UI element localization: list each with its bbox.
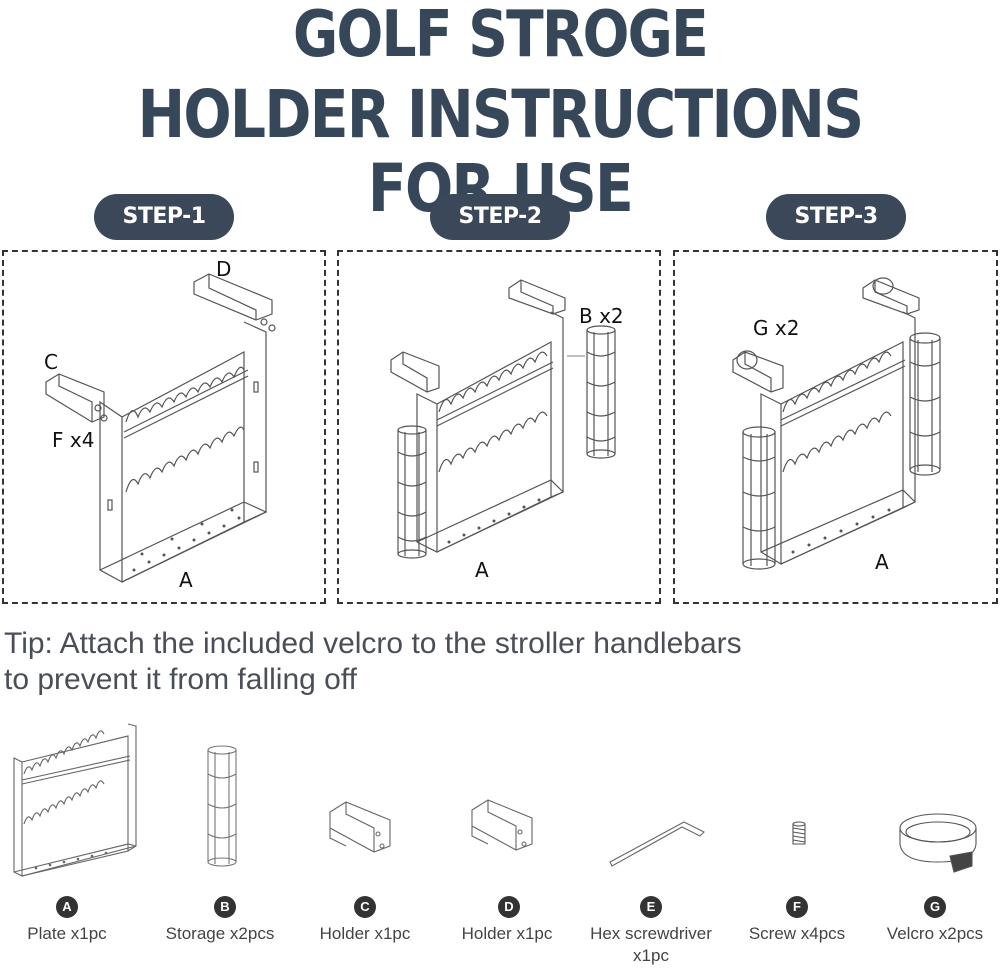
part-e-badge: E [640,896,662,918]
velcro-strap-icon [899,813,977,873]
callout-b: B x2 [579,304,624,328]
part-a-badge: A [56,896,78,918]
step-1-pill: STEP-1 [94,194,234,240]
part-a-name: Plate x1pc [27,924,107,943]
step-3-panel: G x2 A [673,250,998,604]
part-e-name-line-2: x1pc [633,946,669,965]
part-a: A Plate x1pc [0,716,142,966]
part-c: C Holder x1pc [290,716,440,966]
plate-icon [13,723,137,877]
tip-text: Tip: Attach the included velcro to the s… [4,626,994,698]
hex-key-icon [609,821,705,867]
title-line-1: GOLF STROGE [292,0,709,72]
part-b-name: Storage x2pcs [165,924,275,943]
part-f-badge: F [786,896,808,918]
callout-d: D [216,257,232,281]
tip-line-1: Tip: Attach the included velcro to the s… [4,627,742,660]
part-f-name: Screw x4pcs [748,924,846,943]
step-2-panel: B x2 A [337,250,661,604]
callout-a: A [475,558,489,582]
part-g-badge: G [924,896,946,918]
step-2-diagram [390,279,616,559]
part-g-name: Velcro x2pcs [886,924,984,943]
holder-bracket-icon [471,799,533,851]
step-1-diagram [45,273,276,584]
callout-c: C [44,350,58,374]
step-1-panel: D C F x4 A [2,250,326,604]
tip-line-2: to prevent it from falling off [4,663,357,696]
holder-bracket-icon [329,801,391,853]
part-d-name: Holder x1pc [461,924,553,943]
callout-a: A [875,550,889,574]
part-g: G Velcro x2pcs [860,716,1000,966]
part-c-name: Holder x1pc [319,924,411,943]
step-3-pill: STEP-3 [766,194,906,240]
part-d: D Holder x1pc [432,716,582,966]
part-f: F Screw x4pcs [722,716,872,966]
title-line-2: HOLDER INSTRUCTIONS FOR USE [137,76,864,227]
callout-g: G x2 [753,316,800,340]
part-c-badge: C [354,896,376,918]
screw-icon [792,821,806,845]
part-d-badge: D [498,896,520,918]
part-e-name-line-1: Hex screwdriver [590,924,712,943]
callout-a: A [179,568,193,592]
part-b: B Storage x2pcs [145,716,295,966]
step-2-pill: STEP-2 [430,194,570,240]
part-e: E Hex screwdriver x1pc [576,716,726,966]
part-b-badge: B [214,896,236,918]
callout-f: F x4 [52,428,95,452]
step-3-diagram [732,277,941,570]
part-e-name: Hex screwdriver x1pc [566,923,736,967]
storage-tube-icon [207,745,237,867]
